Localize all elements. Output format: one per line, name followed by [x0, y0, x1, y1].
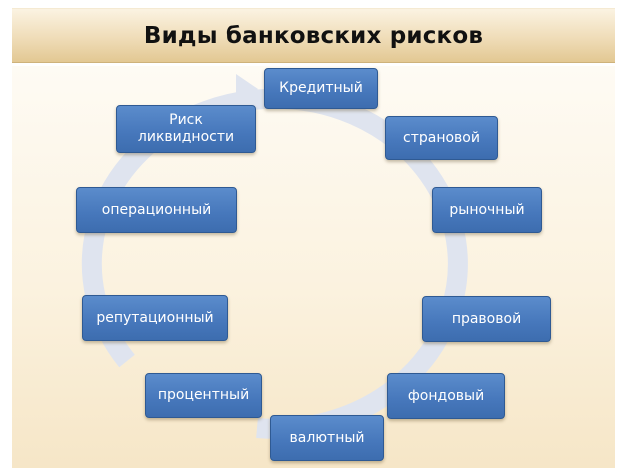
cycle-arrowhead-icon — [236, 74, 258, 104]
node-interest: процентный — [145, 373, 262, 418]
node-reputational: репутационный — [82, 295, 228, 341]
node-operational: операционный — [76, 187, 237, 233]
diagram-area: Кредитный страновой рыночный правовой фо… — [12, 66, 615, 468]
node-currency: валютный — [270, 415, 384, 461]
title-bar: Виды банковских рисков — [12, 8, 615, 63]
node-stock: фондовый — [387, 373, 505, 419]
node-label: Риск ликвидности — [137, 112, 235, 145]
node-label: страновой — [403, 129, 480, 146]
node-label: валютный — [289, 429, 365, 446]
node-label: операционный — [101, 201, 212, 218]
node-credit: Кредитный — [264, 68, 378, 109]
node-country: страновой — [385, 116, 498, 160]
slide-title: Виды банковских рисков — [143, 23, 484, 49]
node-market: рыночный — [432, 187, 542, 233]
node-liquidity: Риск ликвидности — [116, 105, 256, 153]
node-label: фондовый — [407, 387, 485, 404]
node-label: правовой — [451, 310, 522, 327]
node-label: репутационный — [96, 309, 214, 326]
node-label: Кредитный — [279, 80, 363, 96]
node-legal: правовой — [422, 296, 551, 342]
node-label: рыночный — [449, 201, 525, 218]
node-label: процентный — [157, 387, 250, 403]
cycle-ring — [81, 74, 468, 439]
